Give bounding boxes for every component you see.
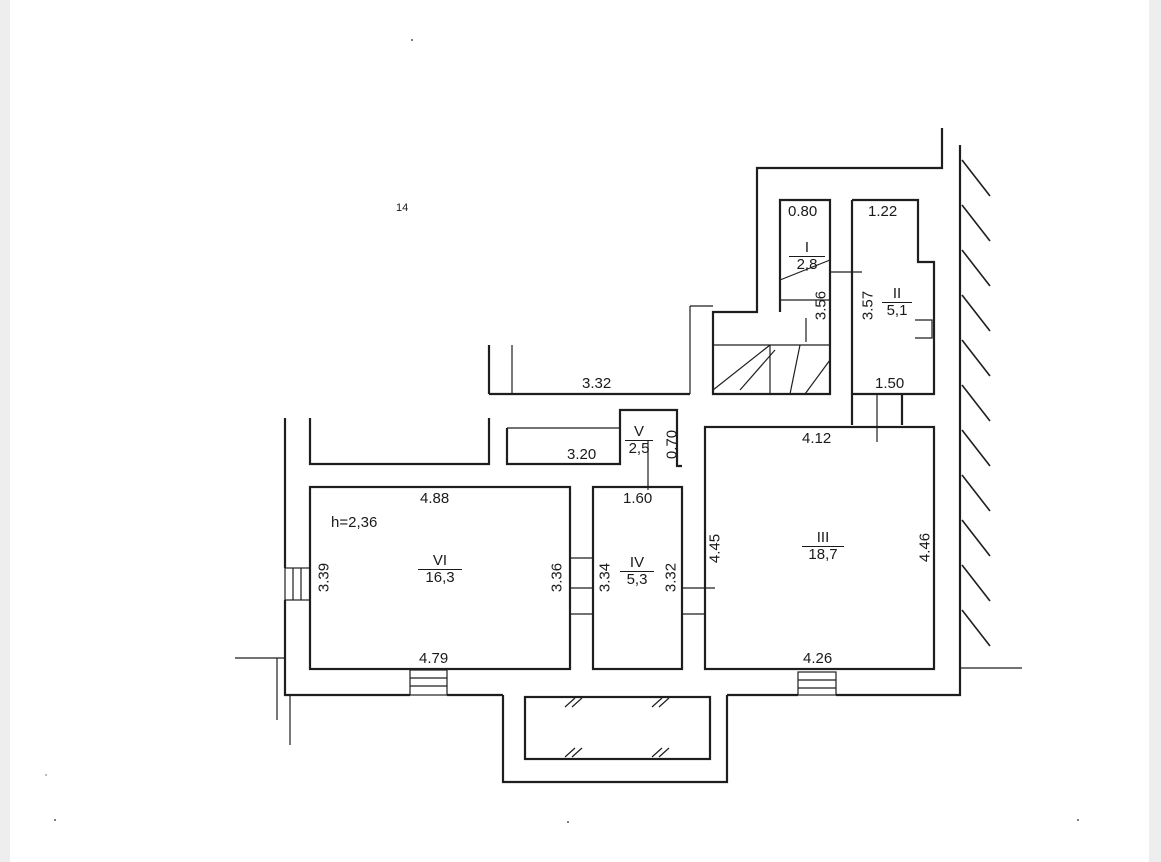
room-II-area: 5,1 xyxy=(886,301,908,319)
room-IV-walls xyxy=(570,485,715,671)
dim-3-32-top: 3.32 xyxy=(582,375,612,392)
scan-specks xyxy=(44,39,1079,823)
dim-1-22: 1.22 xyxy=(868,203,898,220)
upper-block-walls xyxy=(487,128,944,396)
dim-1-60: 1.60 xyxy=(623,490,653,507)
room-V-area: 2,5 xyxy=(628,439,650,457)
corridor-walls xyxy=(283,394,904,568)
dim-3-32-iv: 3.32 xyxy=(662,562,680,593)
room-V-number: V xyxy=(625,424,653,441)
dim-4-45: 4.45 xyxy=(706,533,724,564)
room-VI-walls xyxy=(235,485,572,745)
sheet-mark: 14 xyxy=(396,202,409,214)
dim-3-34: 3.34 xyxy=(596,562,614,593)
dim-0-80: 0.80 xyxy=(788,203,818,220)
dim-3-56: 3.56 xyxy=(812,290,830,321)
page-edge-right xyxy=(1149,0,1161,862)
room-VI-label: VI 16,3 xyxy=(418,553,462,586)
room-II-label: II 5,1 xyxy=(882,286,912,319)
dim-0-70: 0.70 xyxy=(663,429,681,460)
dim-3-39: 3.39 xyxy=(315,562,333,593)
ceiling-height-note: h=2,36 xyxy=(331,514,378,531)
room-II-number: II xyxy=(882,286,912,303)
room-III-area: 18,7 xyxy=(808,545,838,563)
dim-1-50: 1.50 xyxy=(875,375,905,392)
room-V-label: V 2,5 xyxy=(625,424,653,457)
dim-3-57: 3.57 xyxy=(859,290,877,321)
dim-3-20: 3.20 xyxy=(567,446,597,463)
dim-4-12: 4.12 xyxy=(802,430,832,447)
dim-4-88: 4.88 xyxy=(420,490,450,507)
room-I-area: 2,8 xyxy=(796,255,818,273)
room-IV-area: 5,3 xyxy=(626,570,648,588)
room-IV-label: IV 5,3 xyxy=(620,555,654,588)
east-exterior-wall xyxy=(958,145,1022,692)
room-IV-number: IV xyxy=(620,555,654,572)
room-VI-number: VI xyxy=(418,553,462,570)
room-VI-area: 16,3 xyxy=(425,568,455,586)
dim-3-36: 3.36 xyxy=(548,562,566,593)
room-I-label: I 2,8 xyxy=(789,240,825,273)
dim-4-26: 4.26 xyxy=(803,650,833,667)
light-well xyxy=(501,695,729,784)
room-I-number: I xyxy=(789,240,825,257)
room-III-number: III xyxy=(802,530,844,547)
page-edge-left xyxy=(0,0,10,862)
dim-4-46: 4.46 xyxy=(916,532,934,563)
room-III-label: III 18,7 xyxy=(802,530,844,563)
room-III-walls xyxy=(703,425,962,697)
dim-4-79: 4.79 xyxy=(419,650,449,667)
